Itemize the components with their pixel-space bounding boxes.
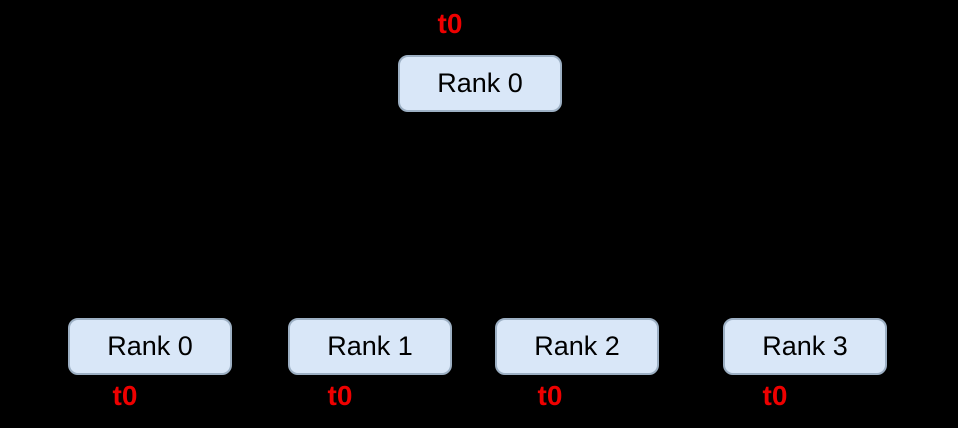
child0-time-label: t0 — [112, 380, 138, 411]
node-rank2-child: Rank 2 — [495, 318, 659, 375]
node-rank0-root: Rank 0 — [398, 55, 562, 112]
root-time-label: t0 — [437, 8, 463, 39]
node-rank1-child-label: Rank 1 — [327, 331, 413, 361]
child1-time-label: t0 — [327, 380, 353, 411]
child2-time-label: t0 — [537, 380, 563, 411]
child3-time-label: t0 — [762, 380, 788, 411]
edge-root-to-child3 — [479, 111, 806, 319]
node-rank0-child: Rank 0 — [68, 318, 232, 375]
node-rank3-child-label: Rank 3 — [762, 331, 848, 361]
node-rank2-child-label: Rank 2 — [534, 331, 620, 361]
edge-root-to-child0 — [149, 111, 481, 319]
edge-root-to-child2 — [479, 111, 578, 319]
edge-root-to-child1 — [369, 111, 481, 319]
node-rank0-root-label: Rank 0 — [437, 68, 523, 98]
node-rank1-child: Rank 1 — [288, 318, 452, 375]
node-rank3-child: Rank 3 — [723, 318, 887, 375]
node-rank0-child-label: Rank 0 — [107, 331, 193, 361]
